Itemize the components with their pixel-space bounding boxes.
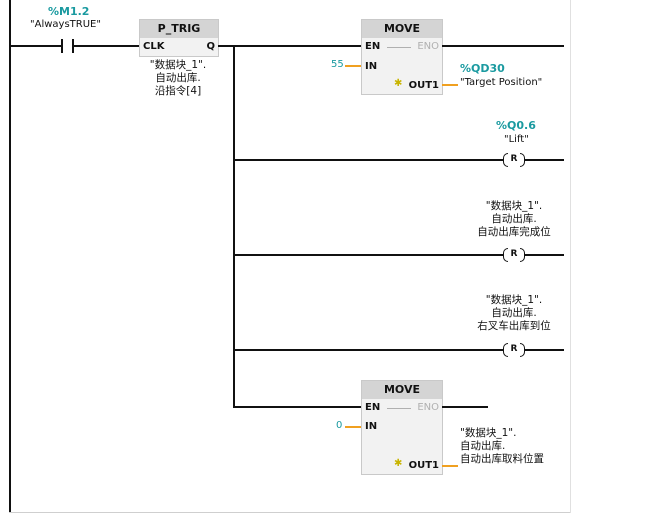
coil-1-name[interactable]: "Lift" xyxy=(504,134,529,145)
branch-bus xyxy=(233,45,235,407)
rung-wire xyxy=(233,349,503,351)
p-trig-block[interactable]: P_TRIG CLK Q xyxy=(139,19,219,57)
rung-wire xyxy=(233,254,503,256)
coil-2-operand-line: 自动出库. xyxy=(491,213,537,225)
move-2-in-pin: IN xyxy=(365,421,378,432)
move-2-in-wire xyxy=(345,426,361,428)
rung-wire xyxy=(11,45,61,47)
p-trig-operand-line: 沿指令[4] xyxy=(154,85,202,97)
p-trig-q-pin: Q xyxy=(206,41,215,52)
move-block-2[interactable]: MOVE EN ENO IN ✱ OUT1 xyxy=(361,380,443,475)
coil-3-operand[interactable]: "数据块_1". 自动出库. 右叉车出库到位 xyxy=(464,294,564,333)
p-trig-title: P_TRIG xyxy=(140,20,218,38)
move-2-title: MOVE xyxy=(362,381,442,399)
move-1-out-wire xyxy=(442,84,458,86)
rung-wire xyxy=(525,159,564,161)
coil-1-address[interactable]: %Q0.6 xyxy=(496,119,536,132)
p-trig-clk-pin: CLK xyxy=(143,41,165,52)
move-2-out-operand-line: 自动出库取料位置 xyxy=(460,453,544,465)
move-2-en-pin: EN xyxy=(365,402,381,413)
reset-coil-1[interactable]: R xyxy=(503,153,525,167)
move-2-out-operand-line: 自动出库. xyxy=(460,440,506,452)
rung-wire xyxy=(442,45,564,47)
move-2-in-value[interactable]: 0 xyxy=(336,420,343,431)
move-1-eno-pin: ENO xyxy=(417,41,439,52)
rung-wire xyxy=(525,254,564,256)
move-1-out-address[interactable]: %QD30 xyxy=(460,62,505,75)
move-1-in-value[interactable]: 55 xyxy=(331,59,344,70)
rung-wire xyxy=(525,349,564,351)
move-1-en-pin: EN xyxy=(365,41,381,52)
p-trig-operand-line: "数据块_1". xyxy=(149,59,207,71)
p-trig-operand[interactable]: "数据块_1". 自动出库. 沿指令[4] xyxy=(140,59,216,98)
rung-wire xyxy=(218,45,362,47)
coil-2-operand[interactable]: "数据块_1". 自动出库. 自动出库完成位 xyxy=(464,200,564,239)
contact-right-bar[interactable] xyxy=(72,39,74,53)
contact-address[interactable]: %M1.2 xyxy=(48,5,90,18)
coil-3-type: R xyxy=(510,344,518,354)
move-2-out-wire xyxy=(442,465,458,467)
coil-2-operand-line: 自动出库完成位 xyxy=(477,226,551,238)
coil-3-operand-line: 右叉车出库到位 xyxy=(477,320,551,332)
rung-wire xyxy=(442,406,488,408)
p-trig-operand-line: 自动出库. xyxy=(155,72,201,84)
move-1-in-pin: IN xyxy=(365,61,378,72)
out-star-icon: ✱ xyxy=(394,78,403,89)
move-block-1[interactable]: MOVE EN ENO IN ✱ OUT1 xyxy=(361,19,443,95)
coil-3-operand-line: "数据块_1". xyxy=(485,294,543,306)
move-1-title: MOVE xyxy=(362,20,442,38)
coil-1-type: R xyxy=(510,154,518,164)
power-rail xyxy=(9,0,11,512)
rung-wire xyxy=(74,45,140,47)
reset-coil-3[interactable]: R xyxy=(503,343,525,357)
move-2-out-operand-line: "数据块_1". xyxy=(460,427,517,439)
contact-left-bar[interactable] xyxy=(61,39,63,53)
reset-coil-2[interactable]: R xyxy=(503,248,525,262)
contact-name[interactable]: "AlwaysTRUE" xyxy=(30,19,101,30)
en-eno-line xyxy=(387,408,411,409)
coil-2-operand-line: "数据块_1". xyxy=(485,200,543,212)
coil-3-operand-line: 自动出库. xyxy=(491,307,537,319)
coil-2-type: R xyxy=(510,249,518,259)
rung-wire xyxy=(233,406,362,408)
move-2-eno-pin: ENO xyxy=(417,402,439,413)
network-right-border xyxy=(570,0,571,513)
move-2-out-pin: OUT1 xyxy=(408,460,439,471)
move-1-in-wire xyxy=(345,65,361,67)
out-star-icon: ✱ xyxy=(394,458,403,469)
move-2-out-operand[interactable]: "数据块_1". 自动出库. 自动出库取料位置 xyxy=(460,427,544,466)
network-bottom-border xyxy=(9,512,571,513)
en-eno-line xyxy=(387,47,411,48)
move-1-out-name[interactable]: "Target Position" xyxy=(460,77,543,88)
move-1-out-pin: OUT1 xyxy=(408,80,439,91)
rung-wire xyxy=(233,159,503,161)
